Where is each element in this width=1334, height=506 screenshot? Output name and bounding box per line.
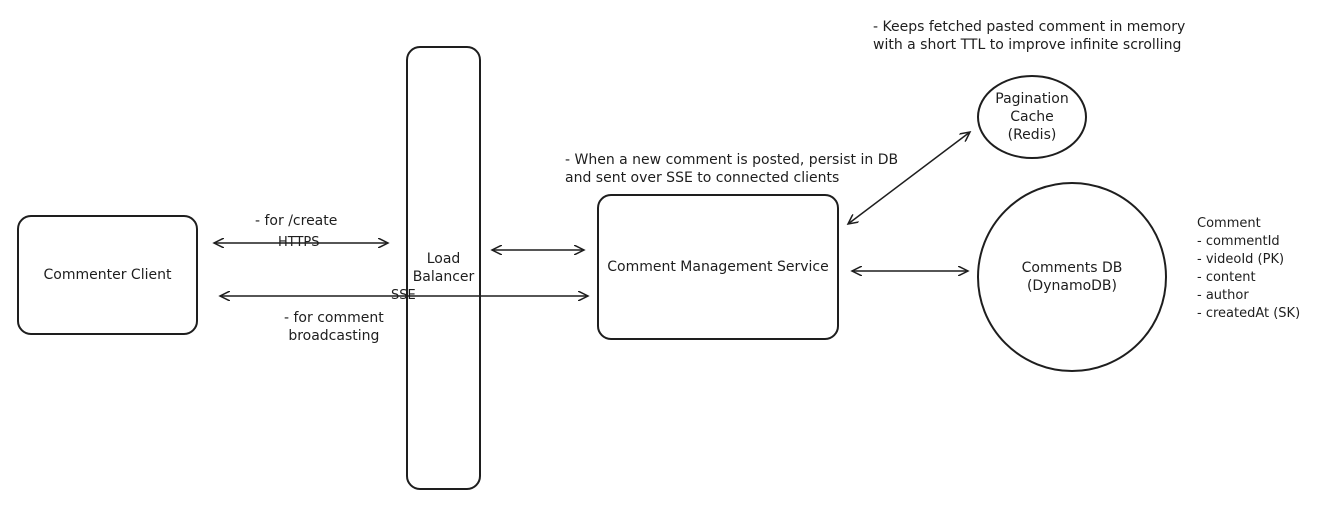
pagination-cache-node: Pagination Cache (Redis) [977,75,1087,159]
cache-note-label: - Keeps fetched pasted comment in memory… [873,19,1186,53]
load-balancer-label: Load Balancer [412,251,475,285]
schema-field: - commentId [1197,234,1280,249]
schema-field: - createdAt (SK) [1197,306,1301,321]
comment-schema: Comment - commentId - videoId (PK) - con… [1197,215,1300,323]
service-cache-arrow [848,132,970,224]
load-balancer-node: Load Balancer [406,46,481,490]
for-create-label: - for /create [255,213,338,229]
https-label: HTTPS [278,235,320,250]
schema-field: - content [1197,270,1256,285]
commenter-client-node: Commenter Client [17,215,198,335]
comments-db-label: Comments DB (DynamoDB) [1021,260,1123,294]
comment-management-service-node: Comment Management Service [597,194,839,340]
comment-service-label: Comment Management Service [607,259,829,275]
schema-field: - videoId (PK) [1197,252,1285,267]
schema-field: - author [1197,288,1249,303]
service-note-label: - When a new comment is posted, persist … [565,152,899,186]
for-broadcasting-label: - for comment broadcasting [284,310,384,344]
sse-label: SSE [391,288,416,303]
pagination-cache-label: Pagination Cache (Redis) [995,91,1069,143]
comments-db-node: Comments DB (DynamoDB) [977,182,1167,372]
commenter-client-label: Commenter Client [43,267,172,283]
schema-title: Comment [1197,216,1261,231]
